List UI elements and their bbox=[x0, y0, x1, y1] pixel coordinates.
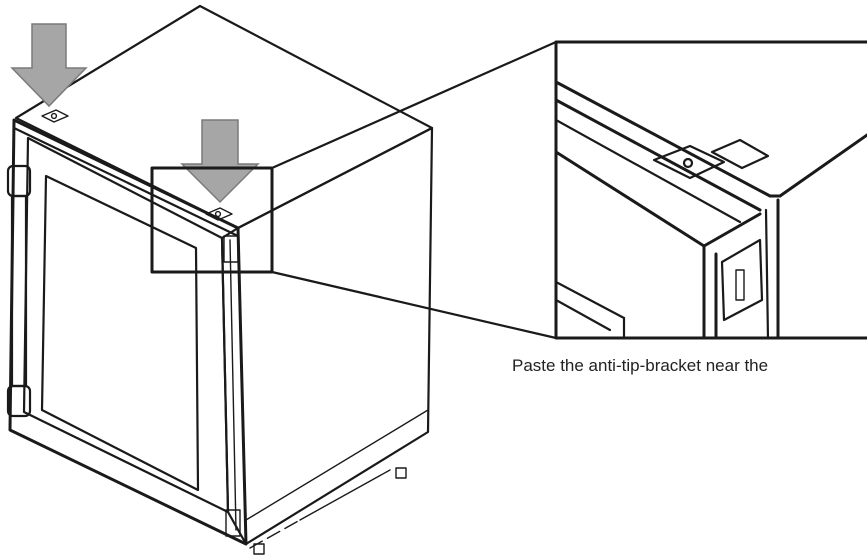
lower-hinge bbox=[225, 509, 241, 537]
anti-tip-bracket-icon bbox=[41, 109, 69, 123]
door-handle bbox=[6, 164, 32, 418]
callout-line-top bbox=[270, 40, 558, 170]
door-glass bbox=[40, 174, 200, 492]
anti-tip-bracket-icon bbox=[652, 138, 770, 180]
upper-hinge bbox=[223, 235, 239, 263]
door-top-edge bbox=[12, 126, 240, 238]
door-hinge-edge bbox=[220, 226, 248, 546]
foot bbox=[253, 543, 265, 555]
plinth-line-2 bbox=[299, 469, 391, 521]
callout-line-bottom bbox=[270, 270, 558, 340]
down-arrow-icon bbox=[10, 23, 88, 108]
cabinet-side bbox=[236, 126, 434, 546]
anti-tip-bracket-icon bbox=[205, 207, 233, 221]
down-arrow-icon bbox=[180, 119, 260, 204]
plinth-line bbox=[245, 409, 429, 521]
wine-cooler bbox=[6, 4, 434, 555]
hinge-line bbox=[229, 239, 237, 531]
highlight-box bbox=[150, 166, 274, 274]
instruction-caption: Paste the anti-tip-bracket near the bbox=[512, 356, 769, 375]
foot bbox=[395, 467, 407, 479]
zoom-detail-panel bbox=[554, 40, 867, 340]
